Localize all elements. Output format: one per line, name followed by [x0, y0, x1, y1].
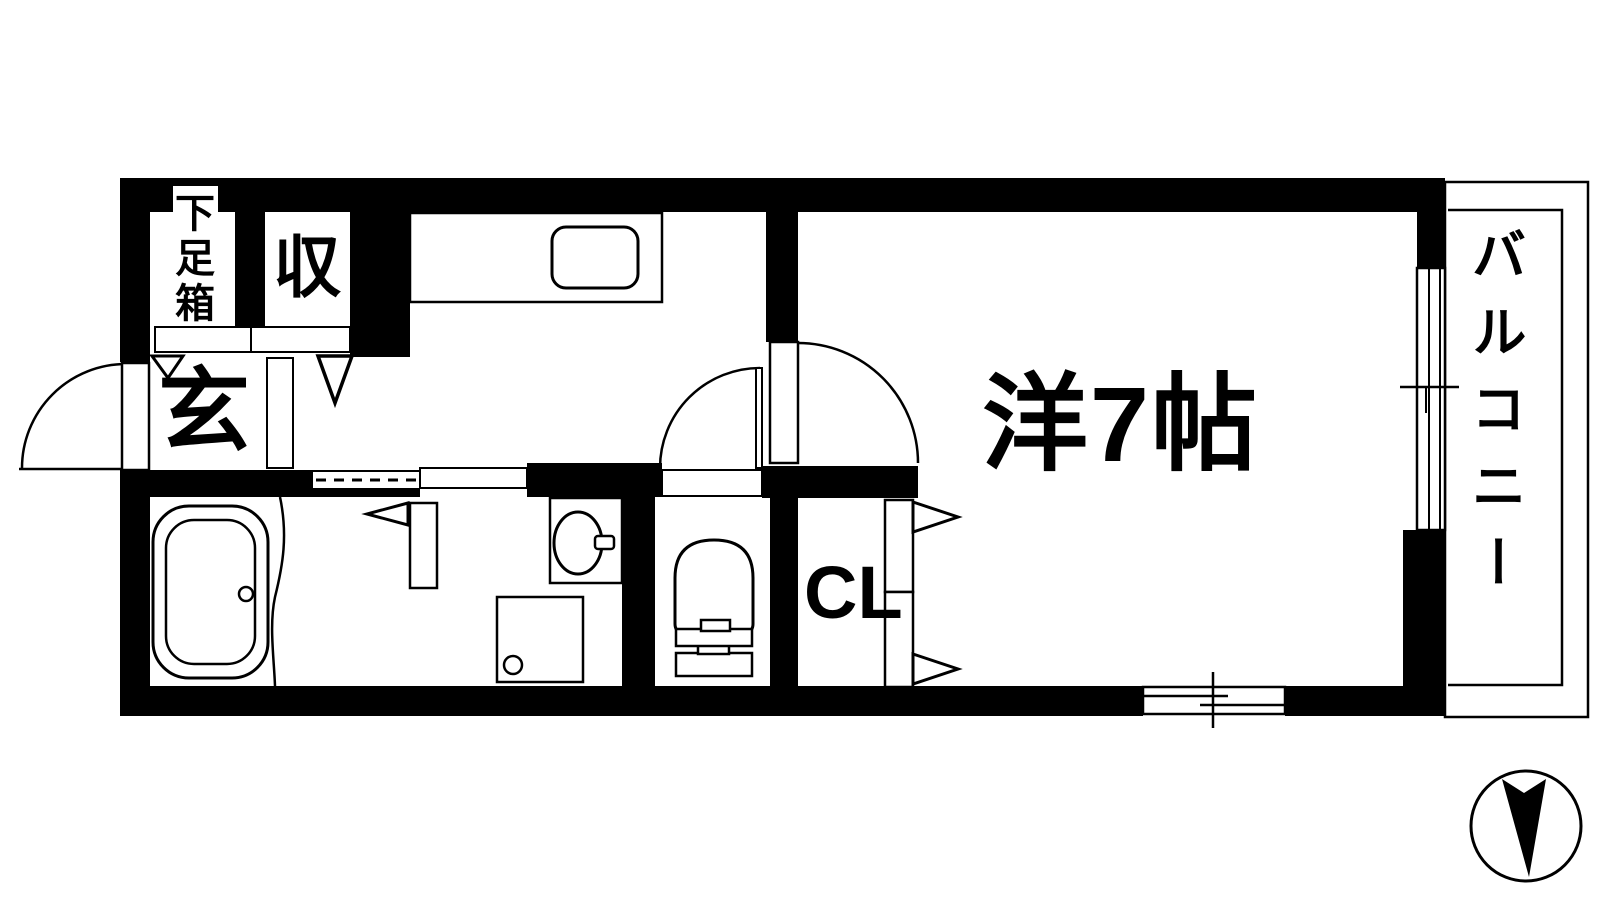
south-window: [1141, 672, 1287, 728]
western-door-panel: [768, 340, 800, 465]
toilet-tank: [674, 651, 754, 678]
label-balcony: バルコニー: [1463, 226, 1525, 611]
compass-needle: [1502, 779, 1546, 877]
wall-top: [120, 178, 1445, 212]
shoebox-door-mark: [149, 354, 186, 381]
compass-circle: [1469, 769, 1583, 883]
wall-right-lower: [1403, 530, 1445, 716]
entrance-door: [19, 361, 151, 472]
wall-toilet-closet: [770, 497, 798, 686]
wall-washroom-toilet: [622, 497, 655, 686]
label-western-room: 洋7帖: [982, 366, 1259, 484]
label-entrance: 玄: [158, 361, 251, 463]
western-room-door: [768, 340, 920, 465]
toilet-door-arc: [658, 366, 761, 469]
genkan-step: [266, 357, 294, 469]
bath-partition-curve: [270, 496, 286, 687]
western-door-arc: [797, 341, 920, 464]
toilet-bowl: [673, 538, 755, 634]
walls: [120, 178, 1445, 716]
bathtub-inner: [164, 518, 257, 666]
closet-door-top: [883, 498, 915, 594]
wall-right-upper: [1417, 178, 1445, 268]
toilet-seat-notch: [699, 618, 732, 633]
toilet-door-panel: [755, 367, 763, 469]
washbasin-faucet: [593, 534, 616, 551]
wall-shoebox-storage: [235, 212, 265, 328]
toilet-room: [658, 366, 763, 678]
kitchen-sink: [550, 225, 640, 290]
label-shoe-box: 下足箱: [169, 192, 213, 327]
washroom-door-panel: [408, 501, 439, 590]
storage-door-mark: [315, 354, 355, 409]
kitchen: [408, 211, 664, 304]
closet-doors: [883, 498, 963, 689]
wall-westroom-upper: [766, 212, 798, 342]
wall-bottom-left: [120, 686, 1143, 716]
entrance-door-arc: [20, 362, 127, 469]
wall-storage-kitchen: [350, 212, 410, 357]
sliding-door-panel: [419, 467, 528, 489]
washroom-door-mark: [361, 501, 410, 527]
cabinet-front-strip: [154, 326, 351, 353]
north-arrow-compass: [1469, 769, 1583, 883]
washroom-door: [361, 501, 439, 590]
wall-left-upper: [120, 178, 150, 362]
bathtub-outer: [151, 504, 270, 680]
hall-sliding-door: [313, 467, 528, 489]
balcony-window: [1400, 266, 1459, 532]
closet-door-mark-bottom: [911, 651, 963, 687]
wall-mid-b: [313, 488, 420, 497]
bathtub-drain: [237, 585, 255, 603]
label-closet: CL: [804, 551, 903, 634]
toilet-door-opening: [661, 469, 763, 497]
washing-machine-drain: [502, 654, 524, 676]
closet-door-bottom: [883, 590, 915, 689]
bathroom: [151, 496, 286, 687]
label-storage: 収: [273, 230, 342, 306]
windows: [1141, 266, 1459, 728]
wall-left-lower: [120, 470, 150, 716]
wall-mid-d: [762, 466, 918, 498]
entrance-door-panel: [120, 361, 151, 472]
washroom: [495, 496, 624, 684]
wall-mid-c: [527, 463, 662, 497]
entry-cabinets: [149, 326, 355, 469]
balcony-inner-rail: [1448, 208, 1564, 687]
wall-mid-a: [120, 470, 313, 497]
closet-door-mark-top: [911, 499, 963, 535]
shoebox-label-notch: [173, 186, 218, 213]
